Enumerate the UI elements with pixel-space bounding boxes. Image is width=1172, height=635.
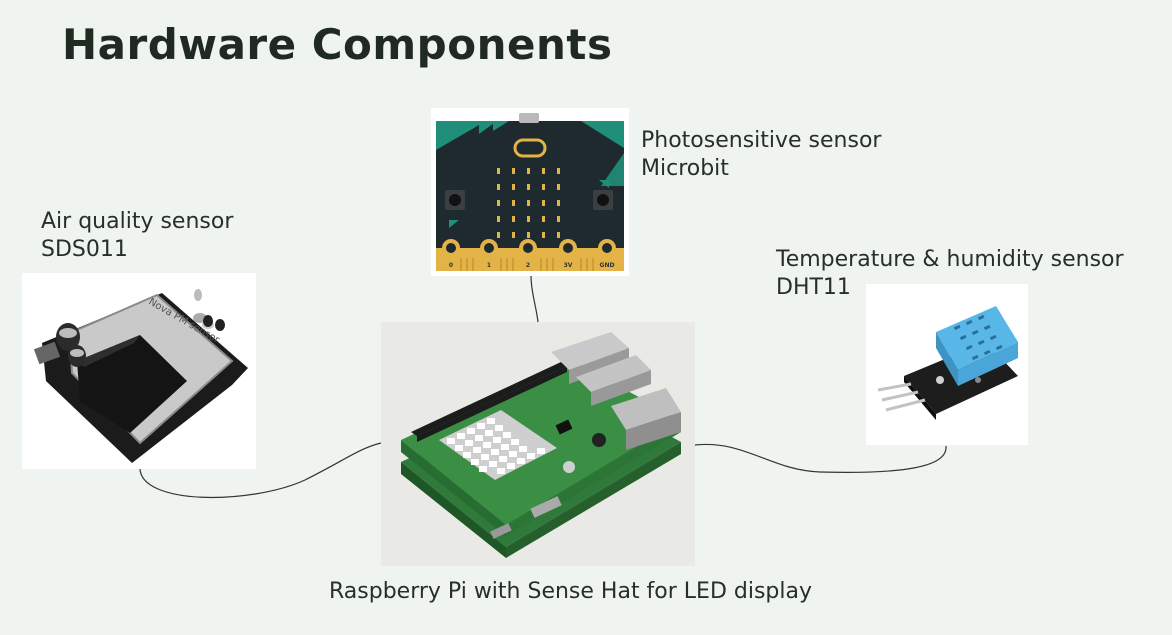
microbit-pin-label: GND xyxy=(600,262,615,269)
dht-label-line1: Temperature & humidity sensor xyxy=(776,247,1124,272)
air-sensor-photo: Nova PM sensor xyxy=(22,273,256,469)
slide-title: Hardware Components xyxy=(62,20,613,69)
microbit-label: Photosensitive sensor Microbit xyxy=(641,127,881,183)
ethernet-port xyxy=(611,388,681,430)
microbit-pin-label: 3V xyxy=(564,262,573,269)
raspberry-pi-photo xyxy=(381,322,695,566)
wire-dht-pi xyxy=(694,443,947,473)
microbit-pin-label: 0 xyxy=(449,262,453,269)
raspberry-pi-caption: Raspberry Pi with Sense Hat for LED disp… xyxy=(329,579,813,604)
air-sensor-label-line1: Air quality sensor xyxy=(41,209,234,234)
microbit-led-grid xyxy=(497,168,560,238)
wire-microbit-pi xyxy=(530,275,539,323)
wire-air-pi xyxy=(139,442,382,499)
dht-label-line2: DHT11 xyxy=(776,275,851,300)
microbit-pin-label: 2 xyxy=(526,262,530,269)
air-sensor-label-line2: SDS011 xyxy=(41,237,128,262)
microbit-pin-label: 1 xyxy=(487,262,491,269)
microbit-label-line2: Microbit xyxy=(641,156,729,181)
microbit-label-line1: Photosensitive sensor xyxy=(641,128,882,153)
gpio-header xyxy=(411,362,567,442)
joystick xyxy=(592,433,606,447)
air-sensor-label: Air quality sensor SDS011 xyxy=(41,208,233,264)
microbit-photo: 0 1 2 3V GND xyxy=(431,108,629,276)
dht-label: Temperature & humidity sensor DHT11 xyxy=(776,246,1124,302)
dht-photo xyxy=(866,284,1028,445)
usb-ports xyxy=(551,332,651,406)
sense-hat-led-matrix xyxy=(439,410,557,480)
